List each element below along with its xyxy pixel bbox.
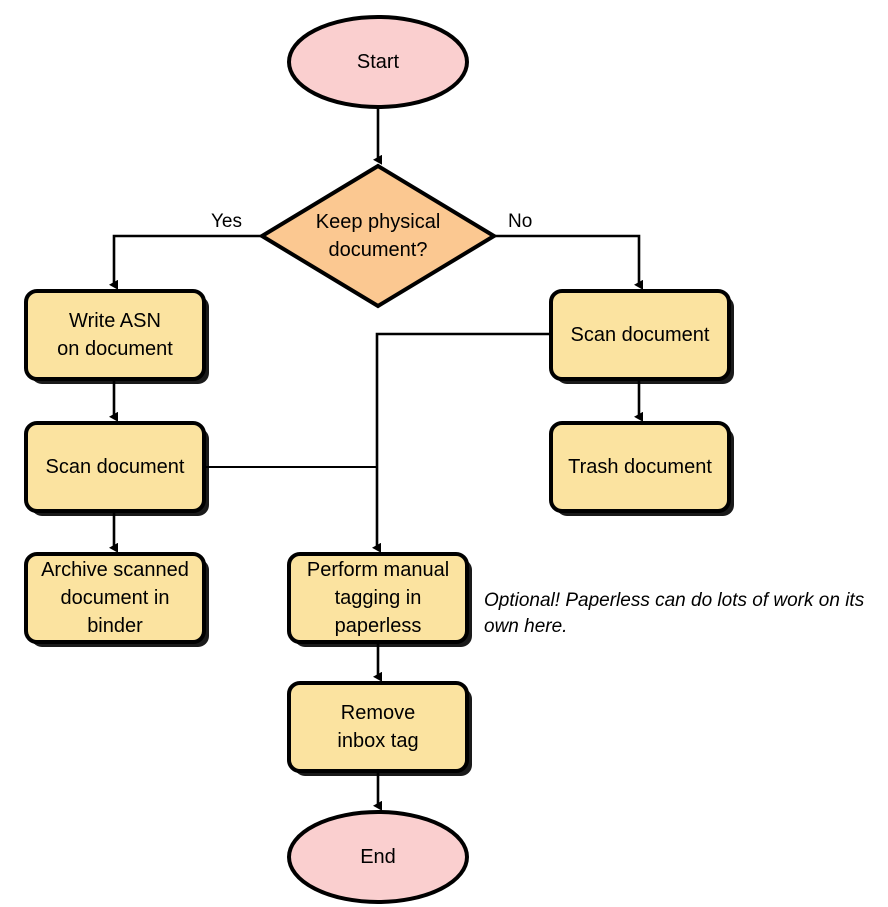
node-remove-inbox-tag[interactable]	[287, 681, 469, 773]
edge-label-yes: Yes	[211, 211, 242, 232]
node-perform-manual-tagging-in-paperless[interactable]	[287, 552, 469, 644]
node-trash-document[interactable]	[549, 421, 731, 513]
edge-scan-right-to-tagging	[372, 332, 551, 553]
edge-label-no: No	[508, 211, 533, 232]
node-scan-document-left[interactable]	[24, 421, 206, 513]
node-archive-scanned-document-in-binder[interactable]	[24, 552, 206, 644]
node-keep-physical-document[interactable]	[258, 163, 498, 309]
node-write-asn-on-document[interactable]	[24, 289, 206, 381]
flowchart-connectors	[109, 108, 643, 811]
node-start[interactable]	[287, 15, 469, 109]
edge-decision-to-write-asn	[109, 234, 262, 290]
node-scan-document-right[interactable]	[549, 289, 731, 381]
annotation-optional-note: Optional! Paperless can do lots of work …	[484, 590, 865, 637]
edge-decision-to-scan-right	[494, 234, 643, 290]
node-end[interactable]	[287, 810, 469, 904]
